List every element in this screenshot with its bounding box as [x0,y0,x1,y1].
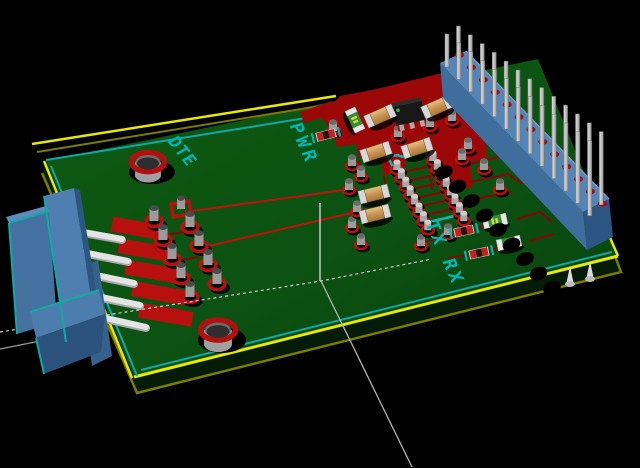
header-hole [462,194,480,208]
header-pin [587,140,593,217]
db9-finger-pad [110,216,167,241]
mounting-hole [197,317,246,353]
db9-pad [207,268,230,294]
header-hole [502,237,521,252]
header-pin [504,78,509,130]
sot23-ic [390,97,426,132]
header-hole [448,179,467,194]
header-pin-tips-bottom [565,261,595,287]
tantalum-capacitor [400,136,435,162]
tantalum-capacitor [357,183,392,208]
header-hole [529,266,548,281]
via [353,165,370,185]
via [492,178,509,198]
db9-finger-pad [137,302,194,327]
header-pin [539,104,545,167]
header-hole [489,223,507,237]
via [341,178,358,198]
tantalum-capacitor [363,103,399,131]
signal-traces [184,189,357,249]
via [440,223,457,243]
dip16-pad [420,219,438,239]
header-hole [543,281,561,295]
db9-pad [180,211,203,237]
header-pin [468,51,474,93]
header-pin [551,113,557,179]
db9-finger-pad [117,238,174,263]
via [344,216,361,236]
header-pin [563,122,569,192]
axis-origin-marker [319,203,413,468]
header-pin [480,60,485,105]
axis-line-y [320,280,413,468]
header-hole [516,252,534,266]
header-pin [599,131,604,206]
tantalum-capacitor [359,140,394,166]
smd-led [310,126,342,144]
pin-header [435,25,613,295]
header-pin [528,96,533,155]
via [476,158,493,178]
header-pin [492,69,497,117]
db9-connector [6,188,150,375]
via [454,148,471,168]
db9-pad [180,281,203,307]
db9-finger-pad [124,259,181,284]
db9-finger-pad [131,281,187,306]
db9-pad [171,262,194,288]
db9-pad [153,224,176,250]
via [353,233,370,253]
smd-led [463,245,495,261]
smd-led [448,223,480,239]
mounting-hole [128,149,175,184]
header-pin [516,87,521,142]
db9-pad-square [168,195,194,219]
db9-outline [8,195,100,375]
header-pin [444,33,450,68]
header-hole [475,208,494,223]
tantalum-capacitor [358,203,393,228]
smd-resistor [342,106,366,136]
header-hole [435,165,453,179]
header-pin [456,42,462,80]
header-pin [575,131,581,204]
